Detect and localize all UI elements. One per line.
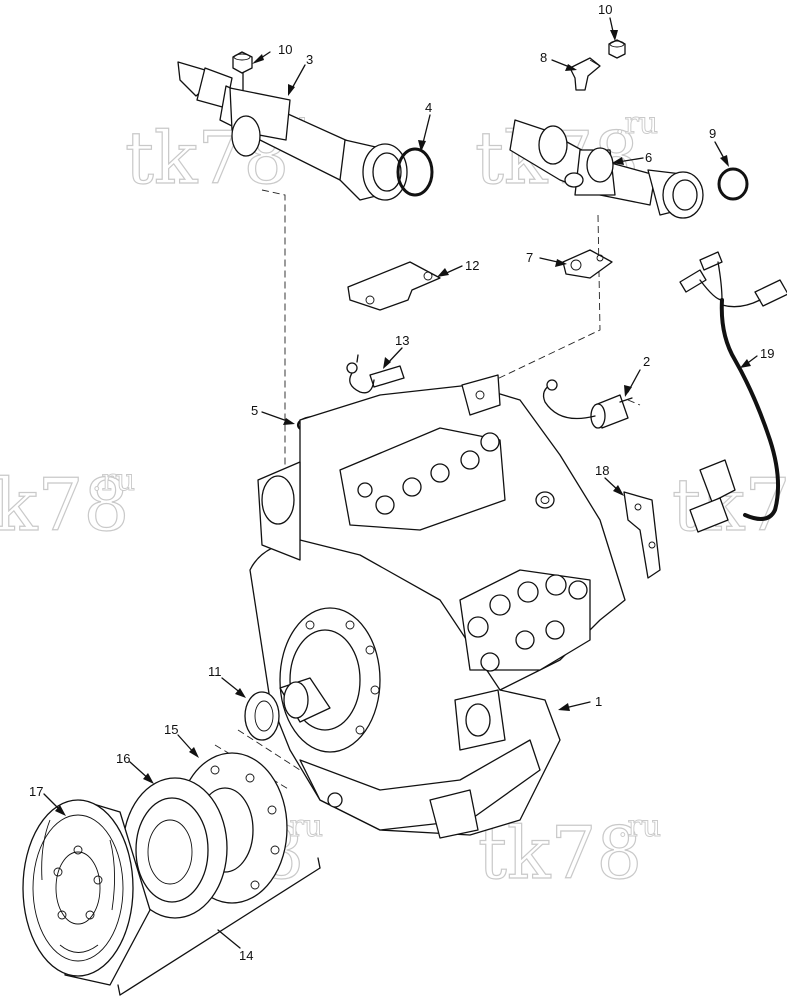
callout-4: 4 xyxy=(425,100,432,115)
leader-lines xyxy=(43,17,758,816)
callout-17: 17 xyxy=(29,784,43,799)
part-1-compressor-body xyxy=(249,374,626,839)
part-2-switch xyxy=(542,379,633,429)
callout-9: 9 xyxy=(709,126,716,141)
callout-8: 8 xyxy=(540,50,547,65)
part-14-group-bracket xyxy=(117,857,321,996)
callout-19: 19 xyxy=(760,346,774,361)
part-19-wire-harness xyxy=(679,251,787,533)
callout-10-left: 10 xyxy=(278,42,292,57)
watermark-mid-left-suffix: .ru xyxy=(92,463,135,498)
callout-2: 2 xyxy=(643,354,650,369)
assembly-lines xyxy=(214,189,641,791)
part-8-elbow-fitting xyxy=(569,57,601,91)
part-12-gasket-plate xyxy=(347,261,441,311)
callout-18: 18 xyxy=(595,463,609,478)
watermark-bottom-right-suffix: .ru xyxy=(618,809,661,844)
callout-12: 12 xyxy=(465,258,479,273)
callout-5: 5 xyxy=(251,403,258,418)
callout-16: 16 xyxy=(116,751,130,766)
callout-labels: 10 3 4 8 10 9 6 7 12 13 2 5 19 18 1 11 1… xyxy=(29,2,774,963)
part-18-bracket xyxy=(623,491,661,579)
callout-3: 3 xyxy=(306,52,313,67)
callout-15: 15 xyxy=(164,722,178,737)
part-17-pulley xyxy=(22,799,151,986)
part-9-o-ring xyxy=(717,167,749,201)
callout-11: 11 xyxy=(208,664,222,679)
watermark-mid-left: k78 xyxy=(0,463,129,547)
part-3-discharge-fitting xyxy=(177,61,408,201)
part-10-nut-right xyxy=(608,39,626,59)
part-11-seal-ring xyxy=(244,691,280,741)
callout-6: 6 xyxy=(645,150,652,165)
part-10-nut-left xyxy=(232,51,253,74)
part-6-suction-fitting xyxy=(509,119,704,219)
callout-14: 14 xyxy=(239,948,253,963)
callout-13: 13 xyxy=(395,333,409,348)
part-16-coil xyxy=(122,777,228,919)
callout-7: 7 xyxy=(526,250,533,265)
part-7-gasket xyxy=(562,249,613,279)
callout-10-right: 10 xyxy=(598,2,612,17)
watermark-top-right-suffix: .ru xyxy=(615,106,658,141)
callout-1: 1 xyxy=(595,694,602,709)
part-13-sensor xyxy=(346,354,405,394)
part-4-o-ring xyxy=(396,147,434,197)
